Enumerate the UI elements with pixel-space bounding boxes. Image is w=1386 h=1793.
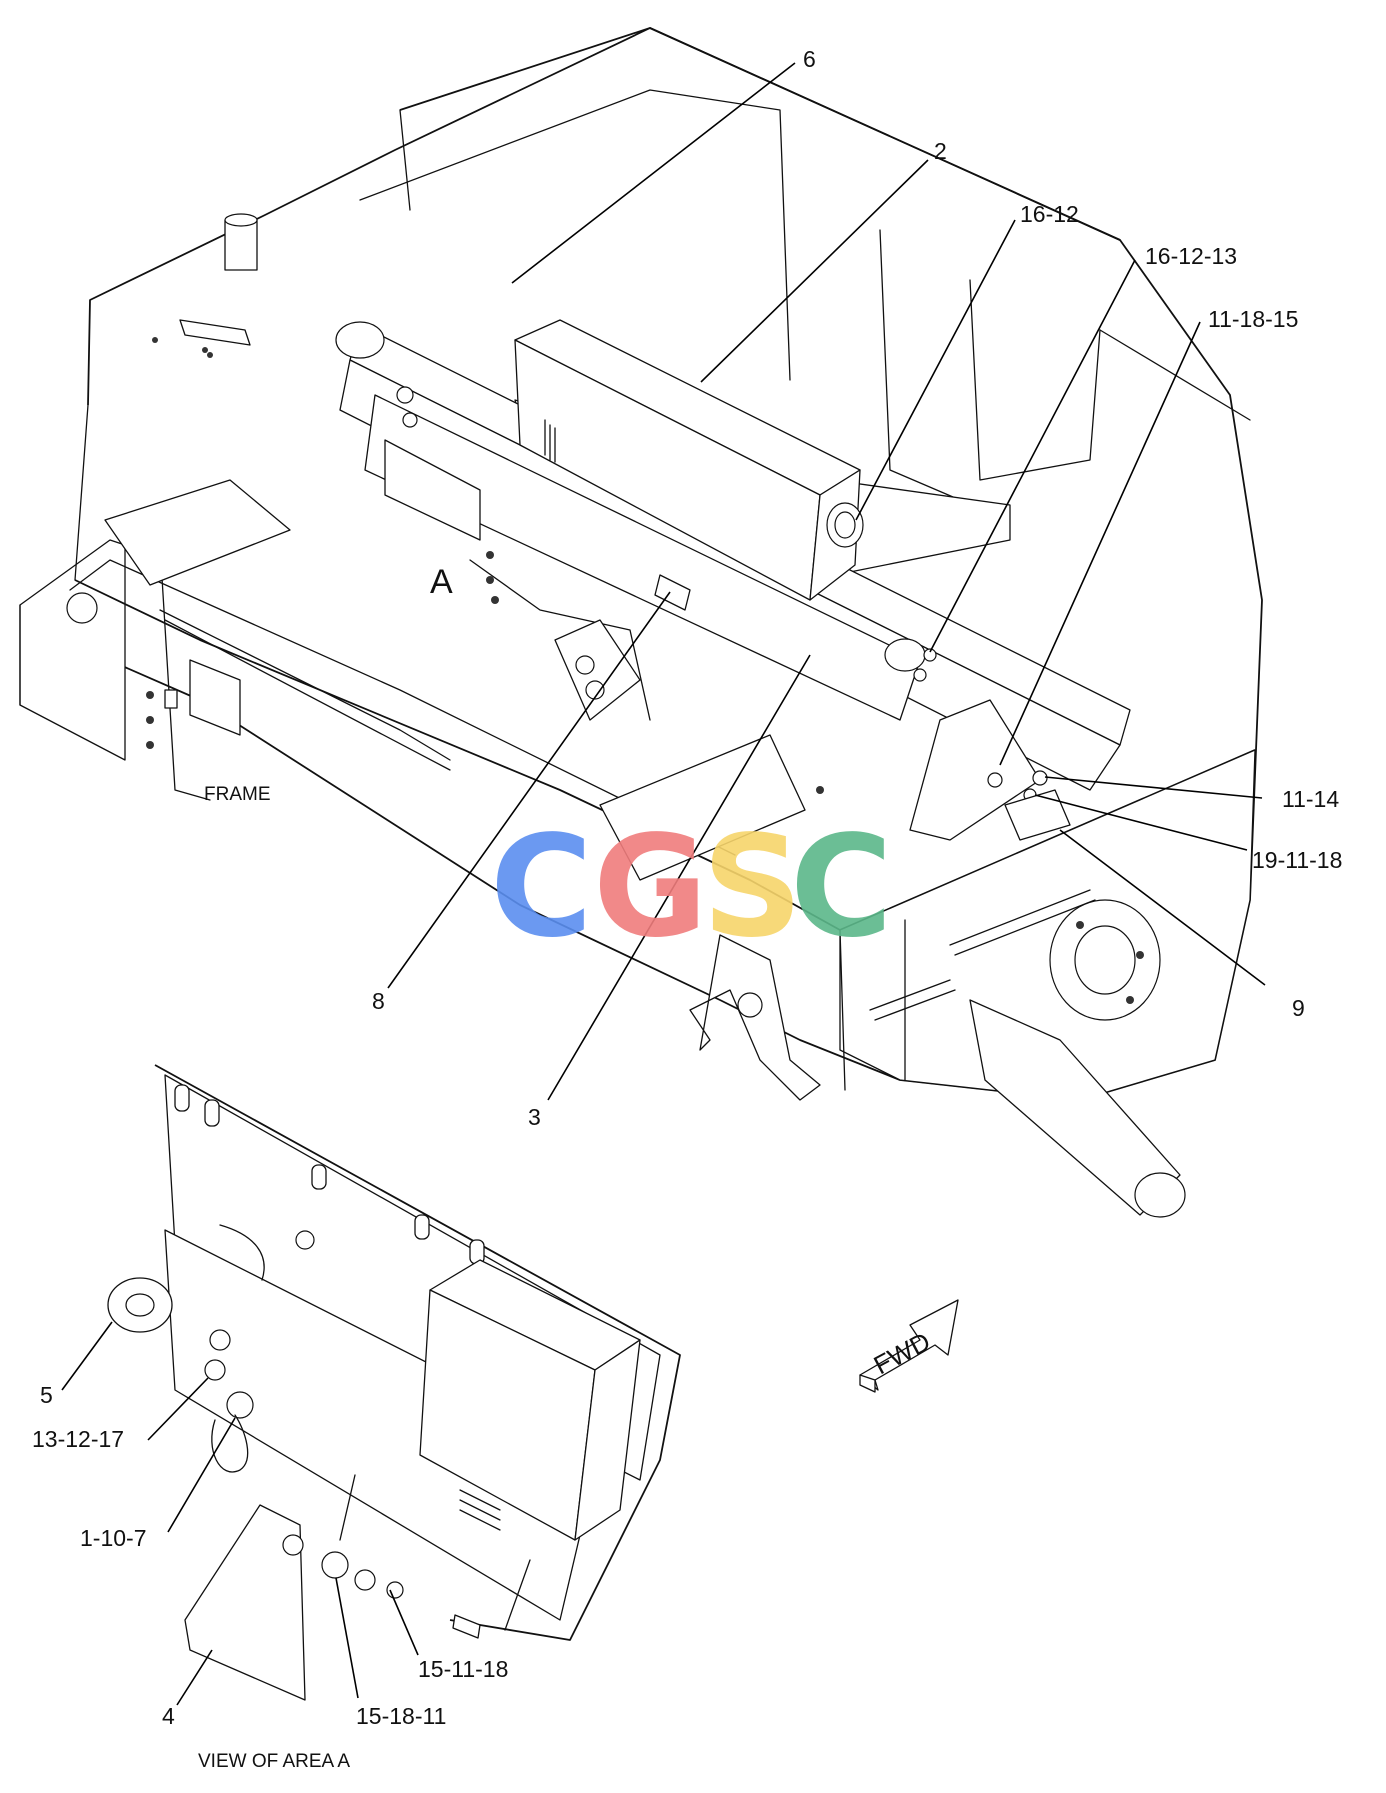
watermark-letter-2: G [593,806,708,969]
area-a-marker: A [430,563,453,601]
leader-lines [61,62,1266,1706]
callout-19-11-18: 19-11-18 [1252,847,1343,873]
callout-16-12: 16-12 [1020,201,1079,227]
callout-2: 2 [934,138,947,164]
callout-11-18-15: 11-18-15 [1208,306,1299,332]
callout-8: 8 [372,988,385,1014]
callout-9: 9 [1292,995,1305,1021]
fwd-arrow-label: FWD [869,1326,935,1380]
view-of-area-label: VIEW OF AREA A [198,1751,351,1772]
callout-4: 4 [162,1703,175,1729]
callout-1-10-7: 1-10-7 [80,1525,147,1551]
watermark-letter-3: S [702,806,803,969]
watermark-letter-4: C [790,806,893,969]
callout-16-12-13: 16-12-13 [1145,243,1238,269]
frame-body [19,27,1263,1218]
callout-5: 5 [40,1382,53,1408]
frame-label: FRAME [204,784,271,805]
detail-view-area-a [107,1064,681,1701]
fwd-arrow [859,1299,959,1393]
callout-3: 3 [528,1104,541,1130]
callout-15-11-18: 15-11-18 [418,1656,509,1682]
callout-11-14: 11-14 [1282,786,1340,812]
watermark-letter-1: C [490,806,593,969]
watermark: C G S C [490,806,893,969]
crossbeam-assembly [335,319,1131,841]
callout-15-18-11: 15-18-11 [356,1703,447,1729]
callout-6: 6 [803,46,816,72]
callout-13-12-17: 13-12-17 [32,1426,125,1452]
